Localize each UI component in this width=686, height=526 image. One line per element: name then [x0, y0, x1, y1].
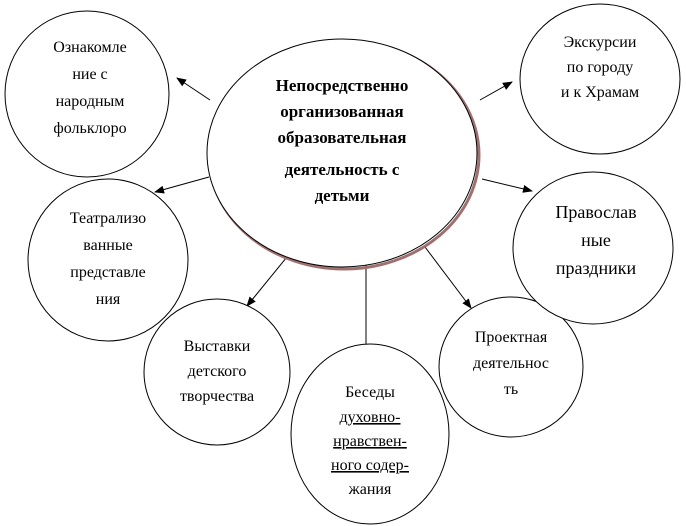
node-excursions: Экскурсии по городу и к Храмам [519, 3, 681, 155]
arrow-to-holidays [481, 178, 533, 193]
node-line: детского [188, 363, 247, 380]
node-line: фольклоро [53, 120, 126, 137]
node-line: Православ [555, 202, 636, 222]
node-theatre: Театрализо ванные представле ния [27, 178, 189, 342]
node-talks: Беседы духовно- нравствен- ного содер- ж… [290, 343, 450, 525]
node-line: ть [504, 381, 518, 398]
node-line: ные [581, 230, 611, 250]
center-node: Непосредственно организованная образоват… [206, 38, 481, 271]
node-folklore: Ознакомле ние с народным фольклоро [4, 10, 170, 178]
node-line: представле [70, 264, 145, 281]
node-line: народным [56, 93, 125, 110]
node-line: ванные [83, 237, 132, 254]
node-line: духовно- [340, 409, 401, 426]
center-line: детьми [315, 186, 370, 205]
node-line: ного содер- [331, 457, 409, 474]
node-line: Проектная [475, 329, 548, 346]
node-line: Беседы [345, 384, 395, 401]
center-line: образовательная [278, 128, 407, 147]
node-line: жания [348, 481, 392, 498]
node-line: Выставки [184, 338, 251, 355]
arrow-to-folklore [176, 77, 211, 101]
center-line: организованная [280, 102, 404, 121]
node-line: Театрализо [70, 210, 146, 227]
center-line: деятельность с [285, 160, 400, 179]
node-line: Ознакомле [53, 39, 126, 56]
node-line: и к Храмам [561, 84, 639, 101]
arrow-to-exhibitions [246, 251, 292, 307]
node-exhibitions: Выставки детского творчества [143, 298, 291, 446]
node-line: деятельнос [473, 355, 549, 372]
node-holidays: Православ ные праздники [512, 171, 674, 325]
node-line: творчества [180, 388, 254, 405]
node-line: Экскурсии [564, 34, 637, 51]
center-line: Непосредственно [276, 76, 409, 95]
node-projects: Проектная деятельнос ть [438, 296, 584, 438]
node-line: по городу [567, 59, 633, 76]
node-line: ния [96, 291, 121, 308]
node-line: праздники [556, 258, 637, 278]
arrow-to-excursions [479, 81, 513, 101]
node-line: ние с [72, 66, 107, 83]
arrow-to-projects [424, 246, 472, 309]
arrow-to-theatre [154, 176, 210, 194]
node-line: нравствен- [333, 433, 407, 450]
